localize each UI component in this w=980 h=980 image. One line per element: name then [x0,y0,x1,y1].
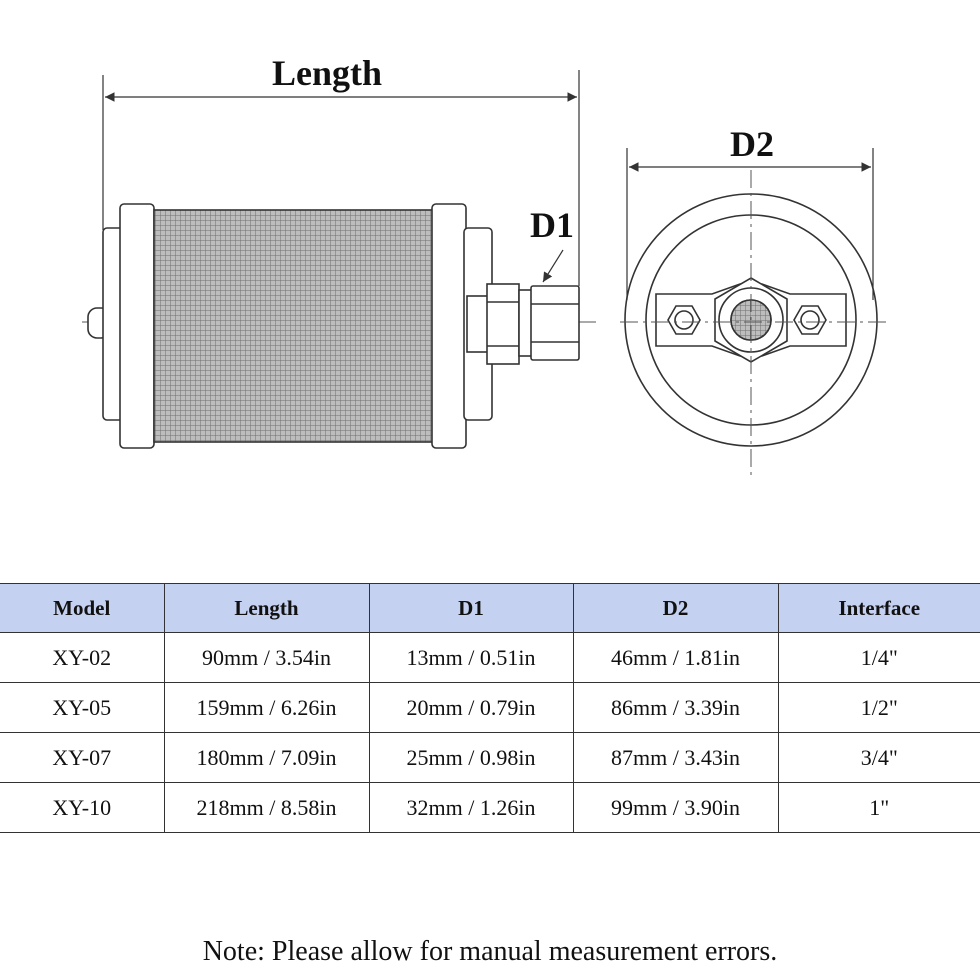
cell-model: XY-05 [0,682,165,733]
table-row: XY-07 180mm / 7.09in 25mm / 0.98in 87mm … [0,732,980,783]
d1-label: D1 [530,205,574,245]
cell-interface: 1/4" [777,632,980,683]
cell-length: 159mm / 6.26in [163,682,370,733]
cell-d1: 13mm / 0.51in [368,632,574,683]
table-row: XY-02 90mm / 3.54in 13mm / 0.51in 46mm /… [0,632,980,683]
cell-d1: 25mm / 0.98in [368,732,574,783]
cell-interface: 3/4" [777,732,980,783]
muffler-dimension-drawing [82,70,890,478]
front-view [620,170,890,478]
header-length: Length [163,583,370,633]
header-d1: D1 [368,583,574,633]
length-dimension [102,70,580,286]
table-row: XY-05 159mm / 6.26in 20mm / 0.79in 86mm … [0,682,980,733]
cell-model: XY-02 [0,632,165,683]
cell-interface: 1" [777,782,980,833]
cell-model: XY-10 [0,782,165,833]
measurement-note: Note: Please allow for manual measuremen… [202,936,778,967]
cell-d1: 32mm / 1.26in [368,782,574,833]
d1-pointer [542,249,564,283]
spec-table: Model Length D1 D2 Interface XY-02 90mm … [0,583,980,833]
d2-dimension [626,148,874,300]
header-d2: D2 [572,583,779,633]
cell-d2: 87mm / 3.43in [572,732,779,783]
cell-length: 218mm / 8.58in [163,782,370,833]
side-view [82,203,600,449]
cell-interface: 1/2" [777,682,980,733]
cell-d2: 99mm / 3.90in [572,782,779,833]
table-header-row: Model Length D1 D2 Interface [0,583,980,633]
cell-model: XY-07 [0,732,165,783]
cell-length: 180mm / 7.09in [163,732,370,783]
cell-d2: 86mm / 3.39in [572,682,779,733]
cell-d1: 20mm / 0.79in [368,682,574,733]
table-row: XY-10 218mm / 8.58in 32mm / 1.26in 99mm … [0,782,980,833]
header-model: Model [0,583,165,633]
d2-label: D2 [730,124,774,164]
cell-length: 90mm / 3.54in [163,632,370,683]
cell-d2: 46mm / 1.81in [572,632,779,683]
header-interface: Interface [777,583,980,633]
length-label: Length [272,53,383,93]
